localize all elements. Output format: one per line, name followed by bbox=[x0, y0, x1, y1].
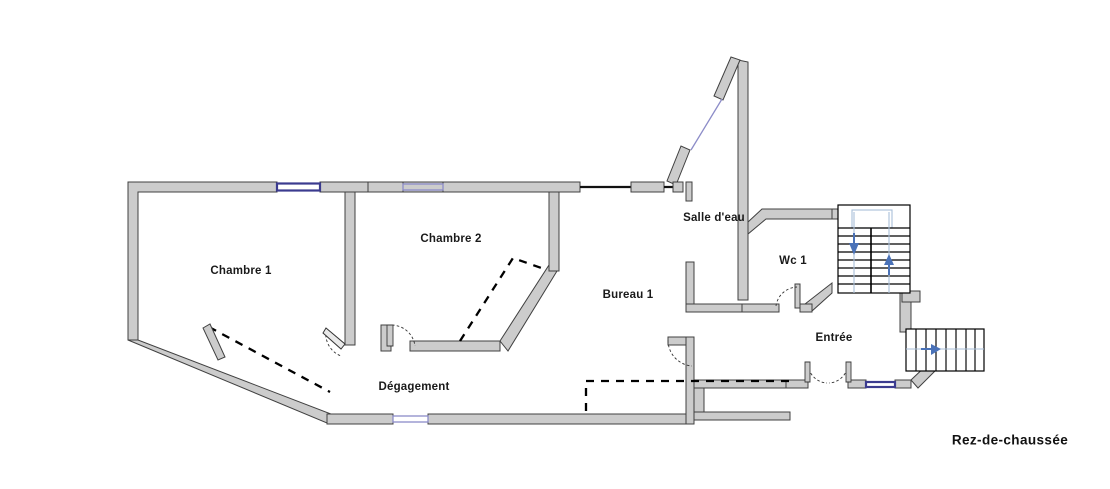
wall-salle-d-eau-diagonal-lower bbox=[666, 145, 691, 186]
room-label-entree: Entrée bbox=[816, 332, 853, 344]
room-label-chambre-2: Chambre 2 bbox=[420, 233, 481, 245]
wall-entree-bottom-return bbox=[693, 411, 791, 421]
wall-chambre-2-south bbox=[409, 340, 501, 352]
window-entree-south bbox=[864, 380, 897, 389]
wall-salle-d-eau-vertical bbox=[737, 59, 749, 301]
window-chambre-1-north bbox=[275, 182, 322, 192]
windows-group bbox=[275, 182, 897, 423]
wall-bureau-1-south-stub bbox=[685, 336, 695, 425]
door-entree-right-jamb bbox=[845, 361, 852, 383]
entry-staircase-outline bbox=[905, 328, 985, 372]
wall-south-main-left bbox=[326, 413, 394, 425]
walls-group bbox=[127, 56, 938, 425]
entry-stair-arrow-right bbox=[931, 344, 941, 355]
door-bureau-1-swing bbox=[667, 339, 693, 367]
wall-salle-d-eau-stub bbox=[672, 181, 684, 193]
wall-bureau-1-door-jamb bbox=[667, 336, 687, 346]
wall-bureau-1-north-stub bbox=[685, 261, 695, 309]
door-chambre-2-jamb bbox=[386, 324, 394, 347]
entry-staircase bbox=[905, 328, 985, 372]
door-chambre-2-swing bbox=[391, 324, 416, 347]
wall-bureau-1-east bbox=[685, 303, 743, 313]
room-label-salle-d-eau: Salle d'eau bbox=[683, 212, 745, 224]
room-label-bureau-1: Bureau 1 bbox=[603, 289, 654, 301]
dashed-zone-bureau-1 bbox=[584, 379, 790, 411]
main-staircase bbox=[837, 204, 911, 294]
main-staircase-steps bbox=[838, 227, 910, 285]
window-salle-d-eau-diagonal-glass bbox=[690, 98, 723, 151]
room-label-degagement: Dégagement bbox=[378, 381, 449, 393]
wall-north-chambre-2-left bbox=[367, 181, 404, 193]
dashed-alcove-chambre-1 bbox=[208, 325, 331, 394]
page-title: Rez-de-chaussée bbox=[952, 433, 1068, 448]
wall-salle-d-eau-vert-stub bbox=[685, 181, 693, 202]
wall-right-exterior-east bbox=[901, 290, 921, 303]
window-chambre-2-north bbox=[402, 183, 444, 191]
main-staircase-outline bbox=[837, 204, 911, 294]
wall-wc-1-south-left bbox=[741, 303, 780, 313]
door-wc-1-swing bbox=[775, 286, 798, 307]
dashed-annotations bbox=[202, 256, 790, 411]
wall-wc-1-door-jamb bbox=[794, 283, 801, 309]
room-labels-group: Chambre 1 Chambre 2 Dégagement Bureau 1 … bbox=[210, 212, 852, 393]
wall-north-chambre-2-right bbox=[442, 181, 581, 193]
window-degagement-south bbox=[392, 415, 429, 423]
wall-south-main-right bbox=[427, 413, 694, 425]
door-chambre-1-leaf bbox=[322, 327, 346, 350]
wall-entree-south-left bbox=[785, 379, 809, 389]
wall-entree-south-far bbox=[894, 379, 912, 389]
doors-group bbox=[322, 286, 852, 384]
stair-arrow-down bbox=[849, 243, 859, 255]
door-entree-left-jamb bbox=[804, 361, 811, 383]
wall-chambre-2-east bbox=[548, 191, 560, 272]
wall-salle-d-eau-diagonal-upper bbox=[713, 56, 741, 101]
stair-arrow-up bbox=[884, 254, 894, 265]
dashed-alcove-chambre-2 bbox=[459, 256, 548, 342]
door-chambre-1-swing bbox=[325, 329, 342, 357]
wall-wc-1-south-right bbox=[799, 303, 813, 313]
entry-stair-arrow-right-tail bbox=[921, 348, 932, 350]
wall-chambre-1-alcove-stub bbox=[202, 323, 226, 361]
room-label-wc-1: Wc 1 bbox=[779, 255, 807, 267]
wall-north-saille-stub bbox=[630, 181, 665, 193]
stair-arrow-down-tail bbox=[853, 233, 855, 245]
room-label-chambre-1: Chambre 1 bbox=[210, 265, 272, 277]
wall-between-chambres bbox=[344, 191, 356, 346]
stair-arrow-up-tail bbox=[888, 263, 890, 275]
